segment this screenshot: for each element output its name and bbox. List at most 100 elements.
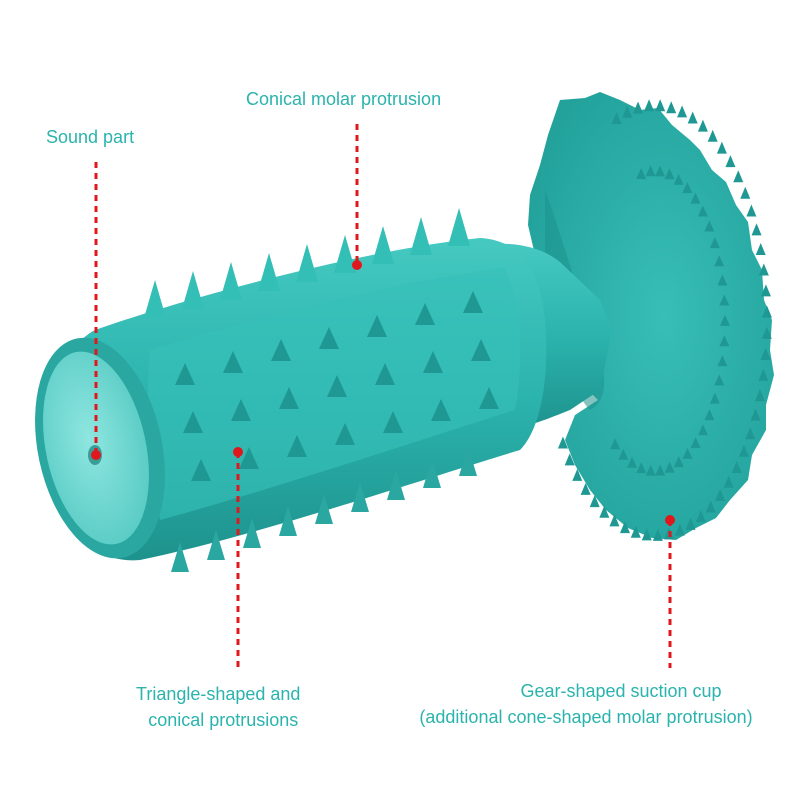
disc-inner-spike [719, 335, 730, 347]
disc-inner-spike [704, 220, 715, 232]
body-panel-spike [231, 399, 251, 421]
label-gear-line2: (additional cone-shaped molar protrusion… [419, 707, 753, 727]
disc-inner-spike [673, 173, 684, 185]
disc-spikes [557, 99, 772, 541]
body-top-spike [144, 280, 166, 318]
disc-inner-spike [664, 168, 675, 180]
disc-inner-spike [717, 355, 728, 367]
disc-inner-spike [682, 447, 693, 459]
body-spikes [144, 208, 499, 572]
disc-inner-spike [645, 165, 656, 177]
disc-rim-spike [751, 223, 762, 236]
body-bottom-spike [279, 506, 297, 536]
body-panel-spike [415, 303, 435, 325]
disc-rim-spike [687, 111, 698, 124]
disc-inner-spike [673, 456, 684, 468]
disc-rim-spike [557, 436, 568, 449]
body-bottom-spike [243, 518, 261, 548]
body-bottom-spike [207, 530, 225, 560]
body-top-spike [372, 226, 394, 264]
disc-rim-spike [715, 489, 726, 502]
disc-rim-spike [674, 523, 685, 536]
disc-inner-spike [719, 314, 730, 326]
body-bottom-spike [459, 446, 477, 476]
disc-inner-spike [690, 192, 701, 204]
disc-inner-spike [714, 374, 725, 386]
body-top-spike [410, 217, 432, 255]
disc-rim-spike [666, 101, 677, 114]
body-panel-spike [479, 387, 499, 409]
disc-rim-spike [655, 99, 666, 112]
disc-rim-spike [685, 517, 696, 530]
disc-inner-spike [618, 448, 629, 460]
body-bottom-spike [315, 494, 333, 524]
disc-inner-spike [717, 274, 728, 286]
disc-inner-spike [714, 255, 725, 267]
body-panel-spike [423, 351, 443, 373]
body-panel-spike [327, 375, 347, 397]
disc-rim-spike [758, 368, 769, 381]
disc-rim-spike [723, 475, 734, 488]
disc-rim-spike [760, 284, 771, 297]
leader-lines [91, 124, 675, 668]
disc-rim-spike [641, 528, 652, 541]
disc-rim-spike [630, 525, 641, 538]
disc-inner-spike [682, 181, 693, 193]
body-panel-spike [367, 315, 387, 337]
disc-inner-spike [645, 464, 656, 476]
body-top-spike [258, 253, 280, 291]
body-top-spike [448, 208, 470, 246]
disc-rim-spike [652, 528, 663, 541]
leader-sound-part-dot [91, 450, 101, 460]
label-triangle-line1: Triangle-shaped and [136, 684, 301, 704]
disc-inner-spike [627, 456, 638, 468]
body-panel-spike [191, 459, 211, 481]
body-panel-spike [375, 363, 395, 385]
body-top-spike [296, 244, 318, 282]
body-top-spike [220, 262, 242, 300]
cylinder-body [51, 208, 547, 572]
body-bottom-spike [351, 482, 369, 512]
body-panel-spike [383, 411, 403, 433]
disc-rim-spike [733, 170, 744, 183]
body-panel-spike [239, 447, 259, 469]
label-gear-suction-cup: Gear-shaped suction cup (additional cone… [388, 678, 784, 730]
disc-rim-spike [758, 263, 769, 276]
disc-rim-spike [609, 514, 620, 527]
label-conical-molar-protrusion: Conical molar protrusion [246, 89, 442, 109]
disc-rim-spike [599, 505, 610, 518]
disc-rim-spike [564, 453, 575, 466]
disc-rim-spike [622, 105, 633, 118]
disc-rim-spike [707, 129, 718, 142]
body-top-spike [334, 235, 356, 273]
label-sound-part: Sound part [46, 127, 135, 147]
body-bottom-spike [171, 542, 189, 572]
body-panel-spike [271, 339, 291, 361]
disc-rim-spike [750, 408, 761, 421]
suction-cup-disc [528, 92, 774, 540]
disc-rim-spike [746, 204, 757, 217]
disc-inner-spike [719, 294, 730, 306]
disc-rim-spike [644, 99, 655, 112]
leader-gear-dot [665, 515, 675, 525]
disc-rim-spike [677, 105, 688, 118]
disc-rim-spike [695, 510, 706, 523]
disc-rim-spike [589, 495, 600, 508]
body-panel-spike [431, 399, 451, 421]
disc-rim-spike [731, 461, 742, 474]
body-panel-spike [287, 435, 307, 457]
disc-inner-spike [697, 205, 708, 217]
leader-triangle-dot [233, 447, 243, 457]
body-panel-spike [279, 387, 299, 409]
disc-rim-spike [716, 141, 727, 154]
disc-rim-spike [738, 444, 749, 457]
disc-rim-spike [633, 101, 644, 114]
body-panel-spike [223, 351, 243, 373]
label-triangle-protrusions: Triangle-shaped and conical protrusions [136, 681, 300, 733]
disc-rim-spike [760, 347, 771, 360]
body-panel-spike [175, 363, 195, 385]
disc-rim-spike [754, 389, 765, 402]
disc-rim-spike [755, 243, 766, 256]
disc-inner-spike [697, 424, 708, 436]
